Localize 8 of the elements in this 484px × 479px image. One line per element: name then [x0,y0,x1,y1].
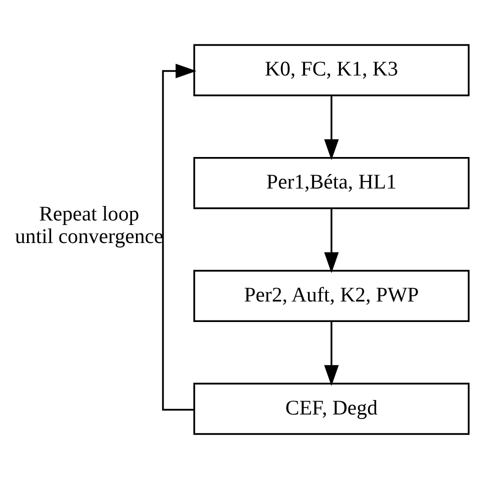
node-box: Per1,Béta, HL1 [193,157,470,210]
node-box: K0, FC, K1, K3 [193,44,470,96]
node-box: CEF, Degd [193,382,470,435]
arrow [324,96,339,160]
node-box: Per2, Auft, K2, PWP [193,270,470,322]
arrow [324,208,339,274]
arrow [324,322,339,386]
arrow [162,64,196,411]
